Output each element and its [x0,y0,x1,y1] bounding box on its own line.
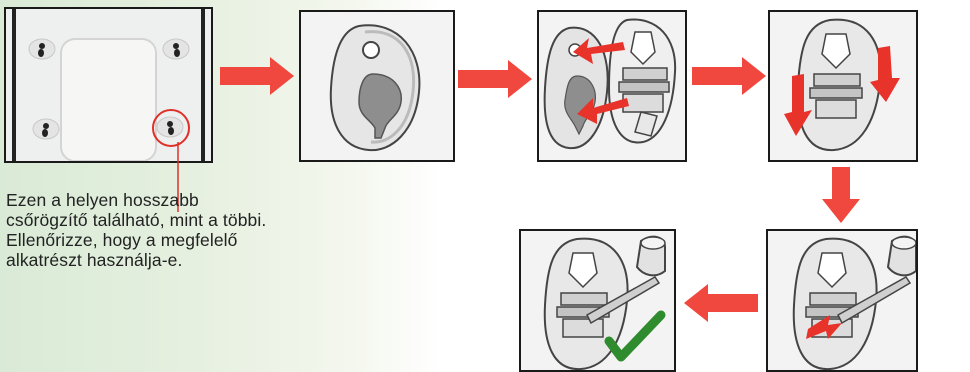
hole-bottom-right [157,117,183,137]
arrow-right-icon [218,55,298,97]
done-illustration [521,231,674,372]
hole-top-right [163,39,189,59]
note-line-3: Ellenőrizze, hogy a megfelelő [6,230,396,250]
panel-screwdriver [766,229,918,372]
push-down-illustration [770,12,916,160]
note-line-2: csőrögzítő található, mint a többi. [6,210,396,230]
note-line-1: Ezen a helyen hosszabb [6,190,396,210]
machine-back-illustration [6,9,211,161]
panel-done [519,229,676,372]
panel-plug [299,10,455,162]
arrow-down-icon [820,165,862,227]
plug-illustration [301,12,453,160]
note-line-4: alkatrészt használja-e. [6,250,396,270]
panel-insert-clip [537,10,687,162]
insert-clip-illustration [539,12,685,160]
instruction-note: Ezen a helyen hosszabb csőrögzítő találh… [6,190,396,270]
hole-bottom-left [33,119,59,139]
arrow-left-icon [680,282,760,324]
panel-push-down [768,10,918,162]
screwdriver-illustration [768,231,916,372]
arrow-right-icon [690,55,770,97]
panel-machine-back [4,7,213,163]
hole-top-left [29,39,55,59]
arrow-right-icon [456,58,536,100]
